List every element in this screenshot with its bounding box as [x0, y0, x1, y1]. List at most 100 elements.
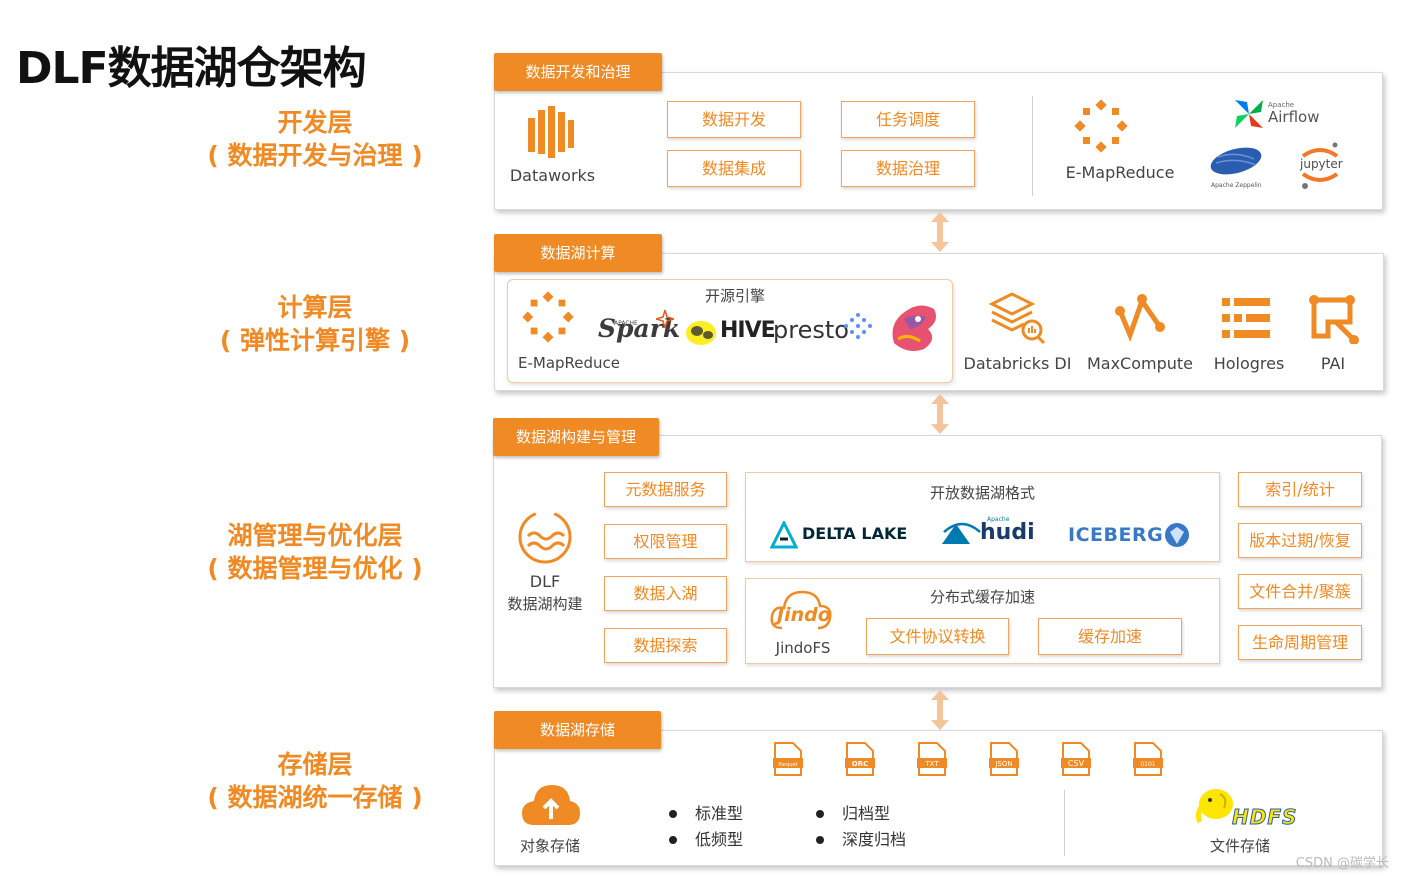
format-box [745, 472, 1220, 562]
bullet-dot [816, 810, 824, 818]
maxcompute-icon [1115, 294, 1165, 342]
dev-box-schedule: 任务调度 [841, 101, 975, 138]
updown-arrow-icon [931, 690, 949, 730]
dlf-label: DLF [529, 572, 561, 591]
iceberg-icon [1165, 523, 1189, 547]
lake-box-metadata: 元数据服务 [604, 472, 727, 507]
emr-label: E-MapReduce [1065, 163, 1175, 182]
zeppelin-icon [1210, 147, 1262, 175]
open-engine-title: 开源引擎 [704, 287, 765, 305]
list-item: 归档型 [816, 801, 906, 827]
file-type-label: 0101 [1140, 761, 1155, 768]
lake-box-explore: 数据探索 [604, 628, 727, 663]
bullet-dot [669, 810, 677, 818]
cache-title: 分布式缓存加速 [929, 588, 1035, 606]
watermark: CSDN @碳学长 [1295, 856, 1389, 871]
iceberg-label: ICEBERG [1068, 524, 1164, 546]
presto-label: presto [773, 316, 849, 344]
lake-box-version: 版本过期/恢复 [1238, 523, 1362, 558]
airflow-icon [1235, 100, 1263, 128]
open-engine-box [507, 279, 953, 383]
hive-label: HIVE [720, 318, 776, 343]
spark-label: Spark [598, 314, 681, 343]
pai-icon [1309, 295, 1359, 344]
layer-sub: ( 数据湖统一存储 ) [207, 783, 423, 812]
hologres-label: Hologres [1213, 354, 1285, 373]
layer-label-compute: 计算层 ( 弹性计算引擎 ) [100, 291, 530, 357]
list-item-label: 标准型 [695, 804, 744, 823]
lake-box-ingest: 数据入湖 [604, 576, 727, 611]
parquet-file-icon: Parquet [773, 742, 803, 776]
maxcompute-label: MaxCompute [1086, 354, 1194, 373]
delta-lake-icon [770, 521, 798, 549]
databricks-icon [988, 292, 1046, 345]
updown-arrow-icon [931, 212, 949, 252]
list-item: 标准型 [669, 801, 743, 827]
layer-label-storage: 存储层 ( 数据湖统一存储 ) [100, 748, 530, 814]
oss-label: 对象存储 [519, 837, 580, 855]
layer-sub: ( 数据管理与优化 ) [207, 554, 423, 583]
jindo-cloud-icon [770, 590, 832, 630]
divider [1032, 96, 1033, 196]
layer-name: 计算层 [277, 293, 353, 322]
hudi-small: Apache [987, 516, 1010, 523]
jupyter-icon [1301, 142, 1339, 189]
list-item-label: 归档型 [842, 804, 891, 823]
list-item: 低频型 [669, 827, 743, 853]
storage-tag: 数据湖存储 [494, 711, 661, 749]
spark-small: APACHE [614, 320, 638, 327]
dlf-icon [518, 508, 572, 564]
dataworks-label: Dataworks [509, 166, 596, 185]
hudi-label: hudi [980, 520, 1035, 545]
compute-tag: 数据湖计算 [494, 234, 662, 272]
layer-sub: ( 数据开发与治理 ) [207, 141, 423, 170]
list-item-label: 深度归档 [842, 830, 907, 849]
hudi-icon [942, 522, 981, 544]
lake-box-permission: 权限管理 [604, 524, 727, 559]
layer-label-dev: 开发层 ( 数据开发与治理 ) [100, 106, 530, 172]
storage-tier-list-b: 归档型 深度归档 [816, 801, 906, 853]
layer-sub: ( 弹性计算引擎 ) [219, 326, 411, 355]
databricks-label: Databricks DI [963, 354, 1072, 373]
emr-label: E-MapReduce [517, 354, 621, 372]
lake-box-index: 索引/统计 [1238, 472, 1362, 507]
zeppelin-label: Apache Zeppelin [1211, 182, 1262, 189]
pai-label: PAI [1320, 354, 1346, 373]
delta-lake-label: DELTA LAKE [802, 524, 908, 543]
csv-file-icon: CSV [1061, 742, 1091, 776]
page-title: DLF数据湖仓架构 [16, 43, 367, 94]
spark-star-icon [656, 310, 674, 328]
layer-name: 存储层 [277, 750, 353, 779]
txt-file-icon: TXT [917, 742, 947, 776]
airflow-label: Airflow [1268, 108, 1320, 126]
storage-tier-list-a: 标准型 低频型 [669, 801, 743, 853]
dev-tag: 数据开发和治理 [494, 53, 662, 91]
dev-panel [494, 72, 1383, 210]
hdfs-label: HDFS [1231, 805, 1298, 830]
emr-icon [1074, 99, 1128, 153]
airflow-small: Apache [1268, 101, 1295, 109]
hdfs-sub-label: 文件存储 [1209, 837, 1270, 855]
hologres-icon [1222, 298, 1270, 338]
dev-box-develop: 数据开发 [667, 101, 801, 138]
dlf-sub-label: 数据湖构建 [507, 595, 583, 613]
jupyter-label: jupyter [1300, 157, 1343, 171]
dev-box-integration: 数据集成 [667, 150, 801, 187]
cache-box-protocol: 文件协议转换 [866, 618, 1009, 655]
divider [1064, 790, 1065, 856]
presto-icon [844, 313, 872, 339]
dataworks-icon [528, 106, 574, 158]
emr-icon [522, 291, 574, 343]
lake-tag: 数据湖构建与管理 [493, 418, 659, 456]
jindo-label: Jindo [777, 604, 831, 626]
hive-icon [686, 321, 716, 345]
lake-box-compaction: 文件合并/聚簇 [1238, 574, 1362, 609]
cache-box-accel: 缓存加速 [1038, 618, 1182, 655]
orc-file-icon: ORC [845, 742, 875, 776]
bullet-dot [816, 836, 824, 844]
binary-file-icon: 0101 [1133, 742, 1163, 776]
jindofs-label: JindoFS [775, 639, 831, 657]
lake-box-lifecycle: 生命周期管理 [1238, 625, 1362, 660]
json-file-icon: JSON [989, 742, 1019, 776]
dev-box-governance: 数据治理 [841, 150, 975, 187]
